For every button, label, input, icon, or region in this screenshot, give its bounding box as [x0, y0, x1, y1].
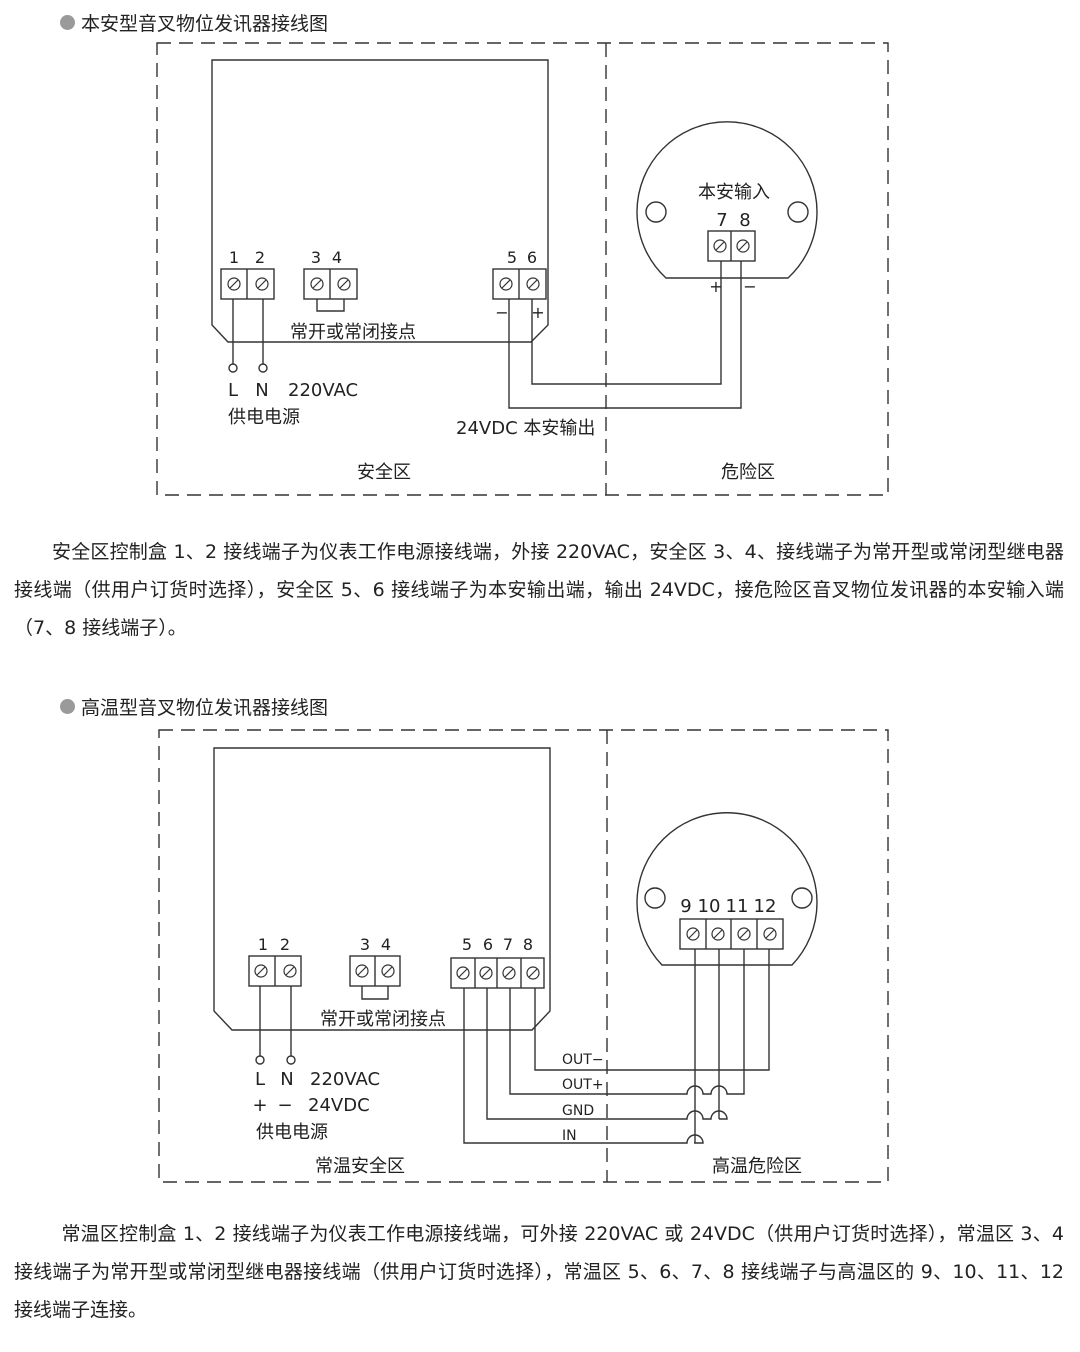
contacts-label: 常开或常闭接点 [290, 322, 416, 343]
terminal-7-label: 7 [503, 935, 513, 954]
section2-title: 高温型音叉物位发讯器接线图 [60, 693, 328, 720]
terminal-8-label: 8 [523, 935, 533, 954]
voltage-dc-label: 24VDC [308, 1095, 370, 1116]
minus-sign-left: − [495, 303, 508, 322]
section1-title-text: 本安型音叉物位发讯器接线图 [81, 13, 329, 35]
terminal-5-label: 5 [462, 935, 472, 954]
high-temperature-wiring-diagram: 1 2 3 4 5 6 7 8 9 10 11 12 常开或常闭接点 L N 2… [158, 729, 889, 1183]
section1-paragraph: 安全区控制盒 1、2 接线端子为仪表工作电源接线端，外接 220VAC，安全区 … [14, 541, 1064, 639]
terminal-12-label: 12 [754, 896, 777, 917]
terminal-4-label: 4 [381, 935, 391, 954]
zone-frame [156, 42, 889, 496]
L-label: L [255, 1069, 265, 1090]
terminal-10-label: 10 [698, 896, 721, 917]
intrinsic-safety-wiring-diagram: 1 2 3 4 5 6 7 8 − + + − 本安输入 常开或常闭接点 L N… [156, 42, 889, 496]
danger-zone-label: 危险区 [721, 462, 775, 483]
terminal-6-label: 6 [483, 935, 493, 954]
safe-zone-label: 常温安全区 [315, 1156, 405, 1177]
out-minus-label: OUT− [562, 1052, 604, 1068]
in-label: IN [562, 1128, 577, 1144]
terminal-2-label: 2 [255, 248, 265, 267]
section2-title-text: 高温型音叉物位发讯器接线图 [81, 697, 329, 719]
power-supply-label: 供电电源 [228, 407, 300, 428]
sensor-hole-right [787, 201, 809, 223]
sensor-head [636, 121, 818, 279]
terminal-4-label: 4 [332, 248, 342, 267]
power-supply-label: 供电电源 [256, 1122, 328, 1143]
gnd-label: GND [562, 1103, 594, 1119]
plus-sign-right: + [709, 277, 722, 296]
L-label: L [228, 380, 238, 401]
terminal-2-label: 2 [280, 935, 290, 954]
minus-label: − [277, 1095, 292, 1116]
sensor-hole-left [645, 201, 667, 223]
output-label: 24VDC 本安输出 [456, 418, 595, 439]
intrinsic-input-label: 本安输入 [698, 182, 770, 203]
sensor-hole-right [791, 887, 813, 909]
voltage-ac-label: 220VAC [310, 1069, 380, 1090]
terminal-6-label: 6 [527, 248, 537, 267]
out-plus-label: OUT+ [562, 1077, 604, 1093]
bullet-icon [60, 15, 75, 30]
minus-sign-right: − [743, 277, 756, 296]
N-label: N [255, 380, 268, 401]
terminal-7-label: 7 [716, 210, 727, 231]
bullet-icon [60, 699, 75, 714]
terminal-3-label: 3 [311, 248, 321, 267]
terminal-1-label: 1 [229, 248, 239, 267]
safe-zone-label: 安全区 [357, 462, 411, 483]
zone-frame [158, 729, 889, 1183]
plus-label: + [252, 1095, 267, 1116]
danger-zone-label: 高温危险区 [712, 1156, 802, 1177]
voltage-label: 220VAC [288, 380, 358, 401]
terminal-9-label: 9 [680, 896, 691, 917]
N-label: N [280, 1069, 293, 1090]
sensor-hole-left [644, 887, 666, 909]
section2-paragraph: 常温区控制盒 1、2 接线端子为仪表工作电源接线端，可外接 220VAC 或 2… [14, 1223, 1064, 1321]
control-box [213, 747, 551, 1031]
contacts-label: 常开或常闭接点 [320, 1009, 446, 1030]
terminal-11-label: 11 [726, 896, 749, 917]
plus-sign-left: + [531, 303, 544, 322]
terminal-8-label: 8 [739, 210, 750, 231]
terminal-1-label: 1 [258, 935, 268, 954]
terminal-3-label: 3 [360, 935, 370, 954]
section1-title: 本安型音叉物位发讯器接线图 [60, 9, 328, 36]
sensor-head [636, 812, 818, 966]
control-box [211, 59, 549, 343]
terminal-5-label: 5 [507, 248, 517, 267]
